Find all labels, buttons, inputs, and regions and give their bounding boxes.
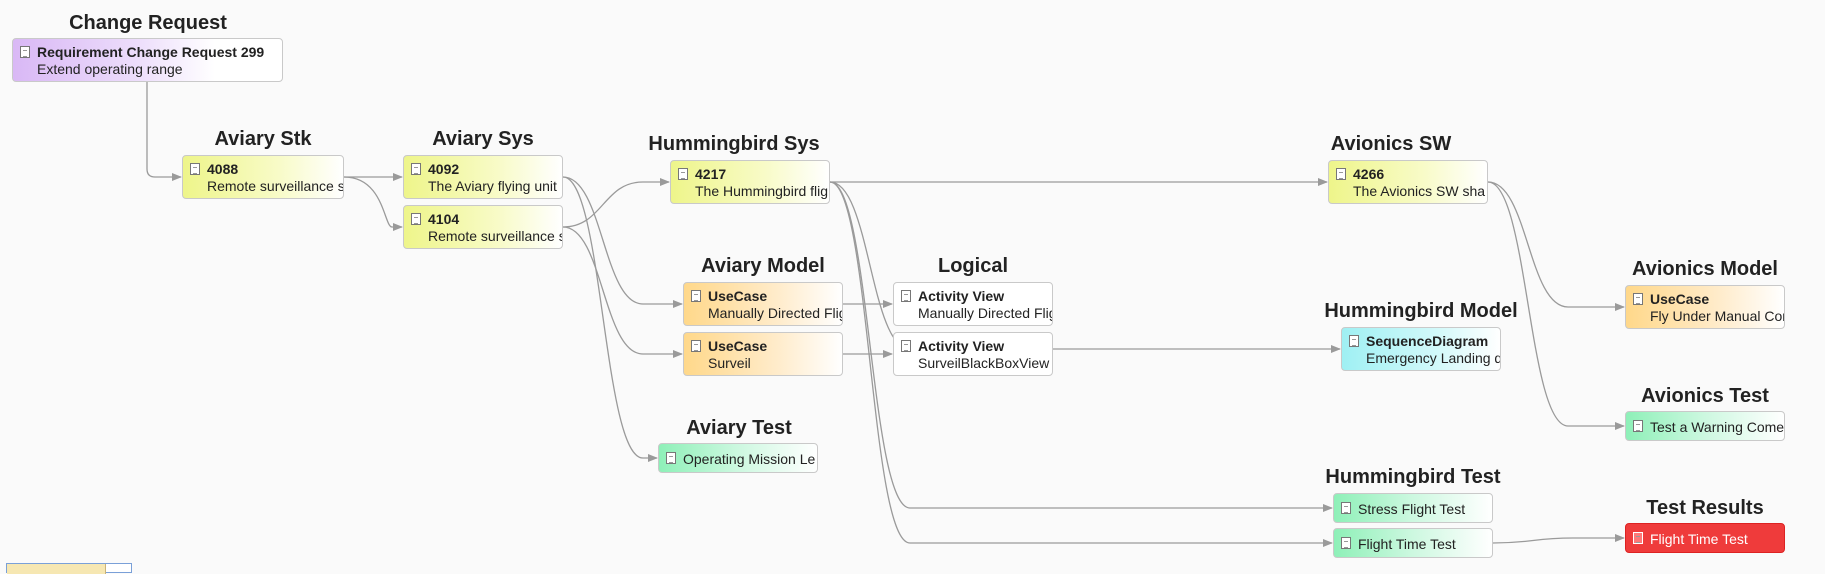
requirement-node-4217[interactable]: 4217 The Hummingbird flig [670,160,830,204]
group-title-test-results: Test Results [1646,497,1764,519]
group-title-change-request: Change Request [69,12,227,34]
connector-test_flighttime-result_flighttime [1492,534,1625,544]
test-node-warning[interactable]: Test a Warning Come [1625,411,1785,441]
document-icon [678,168,688,180]
group-title-hummingbird-test: Hummingbird Test [1325,466,1501,488]
group-title-avionics-model: Avionics Model [1632,258,1778,280]
requirement-node-4104[interactable]: 4104 Remote surveillance s [403,205,563,249]
group-title-hummingbird-sys: Hummingbird Sys [648,133,820,155]
test-node-operating-mission[interactable]: Operating Mission Le [658,443,818,473]
connector-r4088-r4104 [343,176,403,231]
node-subtitle: Fly Under Manual Con [1650,308,1785,324]
group-title-aviary-test: Aviary Test [686,417,792,439]
minimap-viewport [7,564,106,574]
activity-view-node-surveil[interactable]: Activity View SurveilBlackBoxView [893,332,1053,376]
document-icon [411,213,421,225]
document-icon [1633,293,1643,305]
node-title: UseCase [708,338,768,354]
test-case-icon [1633,420,1643,432]
group-title-aviary-sys: Aviary Sys [432,128,534,150]
connector-r4092-test_mission [562,176,658,462]
document-icon [691,340,701,352]
node-subtitle: SurveilBlackBoxView [918,355,1050,371]
node-title: Test a Warning Come [1650,419,1785,435]
node-subtitle: Manually Directed Flig [708,305,843,321]
test-case-icon [1341,502,1351,514]
document-icon [20,46,30,58]
document-icon [691,290,701,302]
usecase-node-surveil[interactable]: UseCase Surveil [683,332,843,376]
node-subtitle: Remote surveillance s [428,228,563,244]
node-title: 4266 [1353,166,1385,182]
group-title-aviary-stk: Aviary Stk [214,128,312,150]
document-icon [901,290,911,302]
node-subtitle: Surveil [708,355,751,371]
node-title: 4088 [207,161,239,177]
node-title: Activity View [918,338,1005,354]
node-title: 4217 [695,166,727,182]
connector-r4104-uc2 [562,226,683,358]
usecase-node-manually-directed[interactable]: UseCase Manually Directed Flig [683,282,843,326]
activity-view-node-manually-directed[interactable]: Activity View Manually Directed Flig [893,282,1053,326]
node-title: Operating Mission Le [683,451,816,467]
node-subtitle: The Avionics SW sha [1353,183,1486,199]
change-request-node-299[interactable]: Requirement Change Request 299 Extend op… [12,38,283,82]
requirement-node-4266[interactable]: 4266 The Avionics SW sha [1328,160,1488,204]
group-title-avionics-test: Avionics Test [1641,385,1769,407]
document-icon [1349,335,1359,347]
node-subtitle: Emergency Landing d [1366,350,1501,366]
group-title-hummingbird-model: Hummingbird Model [1324,300,1518,322]
test-case-icon [666,452,676,464]
test-node-flight-time[interactable]: Flight Time Test [1333,528,1493,558]
node-title: 4104 [428,211,460,227]
node-subtitle: Extend operating range [37,61,183,77]
group-title-logical: Logical [937,255,1009,277]
connector-r4266-uc3 [1487,181,1625,311]
usecase-node-fly-under-manual[interactable]: UseCase Fly Under Manual Con [1625,285,1785,329]
connector-r4092-uc1 [562,176,683,308]
test-node-stress-flight[interactable]: Stress Flight Test [1333,493,1493,523]
requirement-node-4088[interactable]: 4088 Remote surveillance s [182,155,344,199]
test-result-icon [1633,532,1643,544]
group-title-aviary-model: Aviary Model [701,255,825,277]
node-title: SequenceDiagram [1366,333,1489,349]
test-case-icon [1341,537,1351,549]
node-title: Requirement Change Request 299 [37,44,265,60]
connector-r4104-r4217 [562,178,670,228]
node-title: Flight Time Test [1650,531,1748,547]
sequence-diagram-node-emergency-landing[interactable]: SequenceDiagram Emergency Landing d [1341,327,1501,371]
node-title: UseCase [708,288,768,304]
document-icon [901,340,911,352]
group-title-avionics-sw: Avionics SW [1330,133,1452,155]
node-subtitle: Remote surveillance s [207,178,344,194]
document-icon [190,163,200,175]
node-title: Flight Time Test [1358,536,1456,552]
test-result-node-flight-time[interactable]: Flight Time Test [1625,523,1785,553]
overview-minimap[interactable] [6,563,132,574]
node-title: 4092 [428,161,460,177]
node-title: UseCase [1650,291,1710,307]
document-icon [1336,168,1346,180]
node-subtitle: The Aviary flying unit [428,178,557,194]
node-subtitle: The Hummingbird flig [695,183,829,199]
node-title: Stress Flight Test [1358,501,1466,517]
node-subtitle: Manually Directed Flig [918,305,1053,321]
connector-cr299-r4088 [146,82,182,181]
document-icon [411,163,421,175]
node-title: Activity View [918,288,1005,304]
requirement-node-4092[interactable]: 4092 The Aviary flying unit [403,155,563,199]
